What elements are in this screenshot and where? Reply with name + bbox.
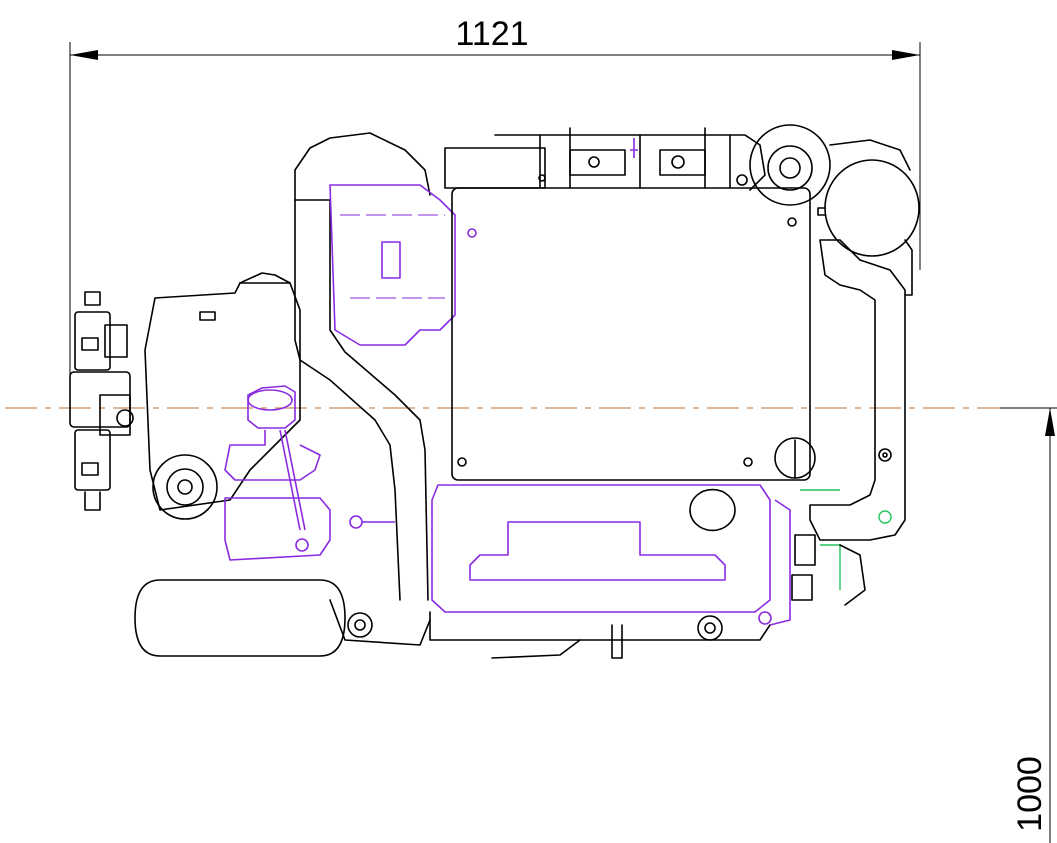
turbocharger (224, 385, 395, 561)
lower-muffler (134, 579, 346, 657)
exhaust-pipe (294, 132, 431, 601)
heat-shield (329, 184, 456, 346)
width-dimension-label: 1121 (455, 15, 528, 53)
width-dimension: 1121 (69, 15, 921, 410)
top-pulley (749, 124, 911, 206)
left-pump-housing (144, 272, 301, 520)
left-valve-assembly (69, 291, 134, 511)
right-lower-components (758, 489, 866, 626)
expansion-tank (817, 159, 920, 296)
oil-filter-cap (774, 437, 816, 479)
bottom-frame (329, 599, 771, 659)
height-dimension-label: 1000 (1011, 756, 1049, 832)
height-dimension: 1000 (1000, 407, 1057, 843)
right-bracket (809, 239, 906, 541)
upper-housing (444, 127, 766, 191)
main-cover-plate (451, 174, 811, 481)
oil-sump (431, 484, 771, 613)
